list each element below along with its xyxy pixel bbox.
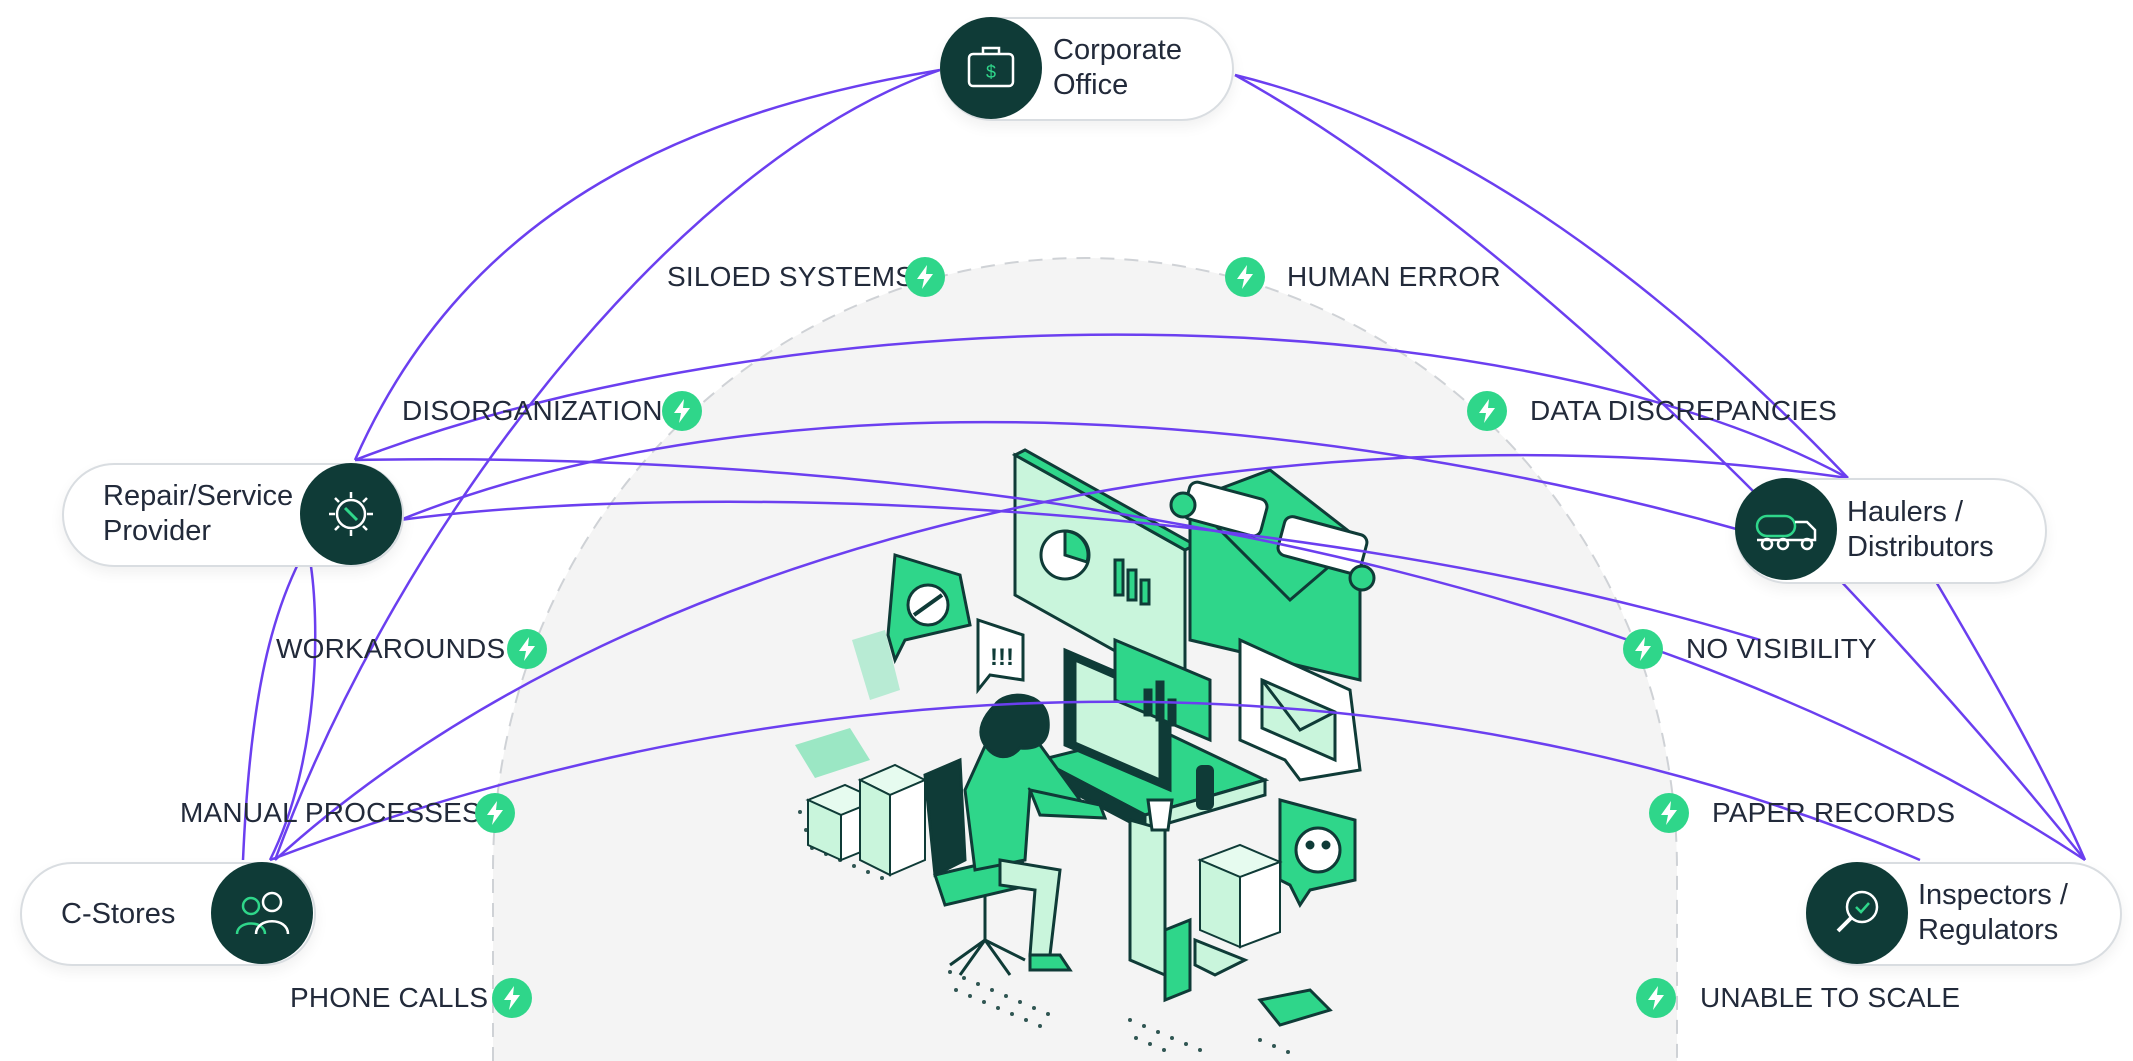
problem-siloed-systems-label: SILOED SYSTEMS xyxy=(667,261,915,292)
repair-icon-badge xyxy=(300,463,402,565)
coffee-cup xyxy=(1146,798,1174,832)
paper-stacks-left xyxy=(805,763,928,877)
office-worker-illustration: !!! xyxy=(795,448,1376,1054)
magnifier-check-icon xyxy=(1836,890,1879,933)
problem-no-visibility-label: NO VISIBILITY xyxy=(1686,633,1877,664)
connector-lines xyxy=(241,68,2087,862)
connector-cstores-haulers xyxy=(274,453,1849,861)
svg-text:$: $ xyxy=(986,62,996,82)
lightning-bolt-icon xyxy=(1467,391,1507,431)
problem-human-error-label: HUMAN ERROR xyxy=(1287,261,1501,292)
inspectors-icon-badge xyxy=(1806,862,1908,964)
lightning-bolt-icon xyxy=(905,257,945,297)
c-stores-icon-badge xyxy=(211,862,313,964)
lightning-bolt-icon xyxy=(492,978,532,1018)
water-bottle xyxy=(1196,765,1214,810)
connector-corporate-repair xyxy=(353,68,941,461)
lightning-bolt-icon xyxy=(662,391,702,431)
lightning-bolt-icon xyxy=(1225,257,1265,297)
svg-text:!!!: !!! xyxy=(990,644,1014,671)
connector-corporate-inspectors xyxy=(1234,73,2086,861)
c-stores-label: C-Stores xyxy=(61,898,176,930)
connector-corporate-haulers xyxy=(1234,73,1849,479)
desk-monitor xyxy=(1063,637,1212,793)
tanker-truck-icon xyxy=(1755,514,1817,551)
flying-paper-2 xyxy=(852,630,900,700)
sad-face-bubble xyxy=(1278,798,1357,908)
problem-data-discrepancies-label: DATA DISCREPANCIES xyxy=(1530,395,1837,426)
connector-haulers-inspectors xyxy=(1933,579,2087,861)
lightning-bolt-icon xyxy=(475,793,515,833)
connector-repair-inspectors xyxy=(354,458,2086,862)
floor-dots-center xyxy=(948,970,1290,1054)
gear-wrench-icon xyxy=(329,492,373,536)
briefcase-dollar-icon: $ xyxy=(967,46,1015,88)
inspectors-regulators-label: Inspectors / Regulators xyxy=(1918,879,2068,946)
people-icon xyxy=(235,891,290,935)
flying-paper xyxy=(795,728,870,778)
connector-cstores-inspectors xyxy=(269,700,1921,862)
connector-repair-haulers-low xyxy=(399,500,1761,642)
office-worker xyxy=(923,693,1108,976)
lightning-bolt-icon xyxy=(1623,629,1663,669)
no-entry-bubble xyxy=(886,553,972,665)
problem-manual-processes-label: MANUAL PROCESSES xyxy=(180,797,481,828)
connector-cstores-repair-2 xyxy=(268,559,317,861)
connector-repair-haulers-top xyxy=(354,333,1849,480)
problem-disorganization-label: DISORGANIZATION xyxy=(402,395,663,426)
corporate-office-label: Corporate Office xyxy=(1053,34,1182,101)
connector-cstores-repair-1 xyxy=(241,559,302,861)
corporate-office-icon-badge: $ xyxy=(940,17,1042,119)
lightning-bolt-icon xyxy=(1636,978,1676,1018)
lightning-bolt-icon xyxy=(507,629,547,669)
problem-unable-to-scale-label: UNABLE TO SCALE xyxy=(1700,982,1961,1013)
haulers-distributors-label: Haulers / Distributors xyxy=(1847,496,1994,563)
haulers-icon-badge xyxy=(1735,478,1837,580)
alert-bubble: !!! xyxy=(976,617,1025,695)
repair-service-provider-label: Repair/Service Provider xyxy=(103,480,294,547)
chat-cards xyxy=(1169,480,1376,592)
binders xyxy=(1163,917,1333,1027)
connector-repair-inspectors-2 xyxy=(399,420,1741,532)
problem-phone-calls-label: PHONE CALLS xyxy=(290,982,489,1013)
problem-workarounds-label: WORKAROUNDS xyxy=(276,633,506,664)
center-dome-outline xyxy=(492,257,1678,1061)
lightning-bolt-icon xyxy=(1649,793,1689,833)
connector-corporate-cstores xyxy=(273,68,941,861)
paper-stacks-right xyxy=(1197,843,1283,949)
problem-paper-records-label: PAPER RECORDS xyxy=(1712,797,1956,828)
